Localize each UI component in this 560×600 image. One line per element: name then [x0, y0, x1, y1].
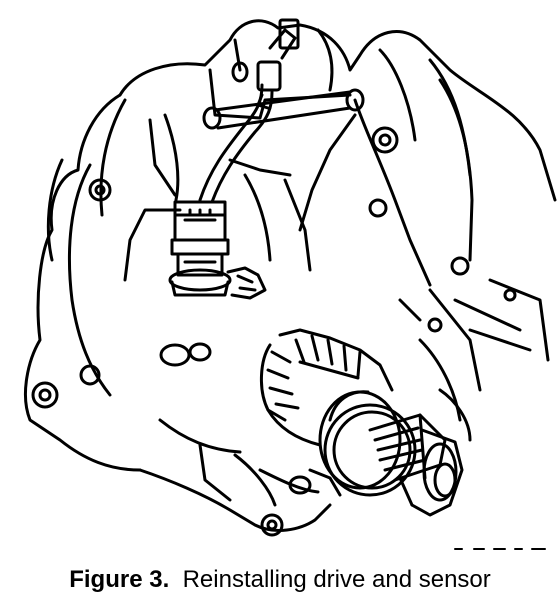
figure-number: Figure 3. — [69, 566, 170, 593]
drive-flange-assembly — [259, 328, 464, 517]
sensor-wire-harness — [198, 18, 300, 204]
figure-caption: Figure 3. Reinstalling drive and sensor — [0, 560, 560, 600]
speed-sensor — [168, 200, 267, 300]
figure-caption-text: Reinstalling drive and sensor — [182, 566, 491, 593]
transmission-case — [23, 19, 557, 537]
